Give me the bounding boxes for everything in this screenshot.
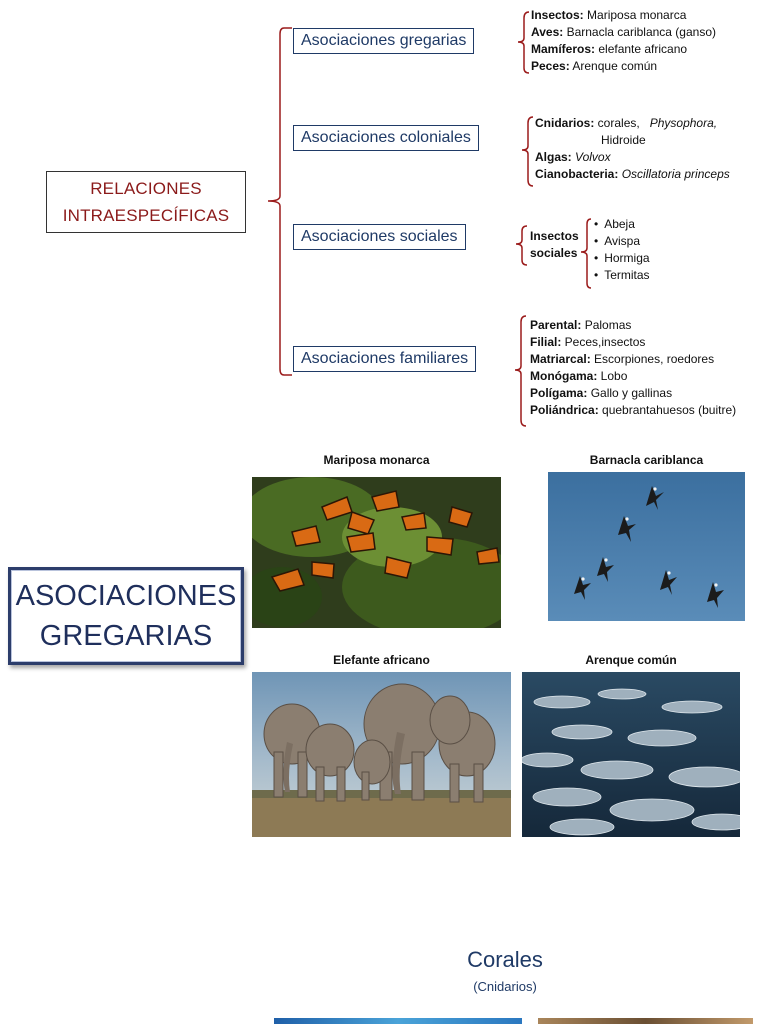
photo-mariposa-monarca (252, 477, 501, 628)
detail-row: Hidroide (601, 133, 646, 147)
detail-row: Matriarcal: Escorpiones, roedores (530, 352, 715, 366)
photo-corales-left-cropped (274, 1018, 522, 1024)
category-familiares: Asociaciones familiares (293, 346, 477, 372)
detail-row: Insectos: Mariposa monarca (531, 8, 687, 22)
detail-row: Poliándrica: quebrantahuesos (buitre) (530, 403, 737, 417)
sociales-group-line2: sociales (530, 246, 578, 260)
detail-row: Cnidarios: corales, Physophora, (535, 116, 718, 130)
list-item: Avispa (594, 233, 650, 250)
detail-row: Algas: Volvox (535, 150, 611, 164)
caption-barnacla: Barnacla cariblanca (589, 453, 704, 467)
sociales-group: Insectos sociales (530, 228, 579, 262)
slide-title-line2: GREGARIAS (39, 620, 213, 652)
detail-row: Peces: Arenque común (531, 59, 658, 73)
root-concept-line2: INTRAESPECÍFICAS (62, 206, 230, 225)
sociales-list: Abeja Avispa Hormiga Termitas (594, 216, 650, 284)
concept-map-braces (267, 11, 592, 427)
photo-elefante-africano (252, 672, 511, 837)
detail-row: Parental: Palomas (530, 318, 632, 332)
category-coloniales: Asociaciones coloniales (293, 125, 479, 151)
category-sociales: Asociaciones sociales (293, 224, 466, 250)
detail-row: Cianobacteria: Oscillatoria princeps (535, 167, 730, 181)
photo-barnacla-cariblanca (548, 472, 745, 621)
photo-arenque-comun (522, 672, 740, 837)
list-item: Hormiga (594, 250, 649, 267)
category-sociales-label: Asociaciones sociales (301, 228, 458, 245)
list-item: Abeja (594, 216, 650, 233)
caption-elefante: Elefante africano (333, 653, 430, 667)
root-concept-line1: RELACIONES (90, 179, 202, 198)
next-slide-subtitle: (Cnidarios) (473, 979, 537, 994)
category-gregarias: Asociaciones gregarias (293, 28, 475, 54)
gregarias-slide-title: ASOCIACIONES GREGARIAS (8, 567, 244, 665)
coloniales-details: Cnidarios: corales, Physophora, Hidroide… (535, 115, 730, 183)
slide-title-line1: ASOCIACIONES (15, 580, 237, 612)
detail-row: Mamíferos: elefante africano (531, 42, 688, 56)
sociales-group-line1: Insectos (530, 229, 579, 243)
familiares-details: Parental: Palomas Filial: Peces,insectos… (530, 317, 736, 419)
detail-row: Monógama: Lobo (530, 369, 628, 383)
caption-arenque: Arenque común (585, 653, 677, 667)
next-slide-title: Corales (467, 947, 543, 972)
detail-row: Polígama: Gallo y gallinas (530, 386, 673, 400)
category-familiares-label: Asociaciones familiares (301, 350, 469, 367)
list-item: Termitas (594, 267, 650, 284)
category-gregarias-label: Asociaciones gregarias (301, 32, 467, 49)
detail-row: Aves: Barnacla cariblanca (ganso) (531, 25, 716, 39)
detail-row: Filial: Peces,insectos (530, 335, 646, 349)
gregarias-details: Insectos: Mariposa monarca Aves: Barnacl… (531, 7, 716, 75)
photo-corales-right-cropped (538, 1018, 753, 1024)
root-concept-box: RELACIONES INTRAESPECÍFICAS (46, 171, 246, 233)
category-coloniales-label: Asociaciones coloniales (301, 129, 471, 146)
caption-mariposa: Mariposa monarca (323, 453, 430, 467)
